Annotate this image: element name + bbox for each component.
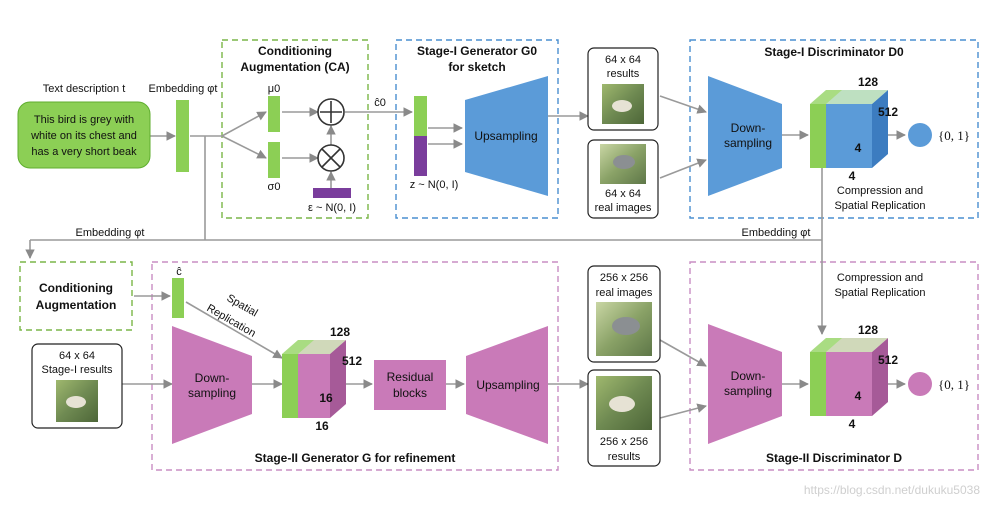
stage1-downsampling-line-2: sampling: [724, 136, 772, 150]
stage1-compression-line-2: Spatial Replication: [834, 200, 925, 212]
epsilon-vector: [313, 188, 351, 198]
stage2-c-hat-label: ĉ: [176, 266, 182, 278]
mu-vector: [268, 96, 280, 132]
stage1-discriminator-title: Stage-I Discriminator D0: [764, 45, 904, 59]
epsilon-label: ε ~ N(0, I): [308, 202, 356, 214]
stage2-upsampling-label: Upsampling: [476, 378, 539, 392]
stage1-generator-title-line-2: for sketch: [448, 60, 505, 74]
stage2-input-line-2: Stage-I results: [42, 364, 113, 376]
stage2-gen-dim-128: 128: [330, 325, 350, 339]
stage2-disc-dim-512: 512: [878, 353, 898, 367]
stage2-compression-line-2: Spatial Replication: [834, 287, 925, 299]
stage2-disc-downsampling-block: [708, 324, 782, 444]
stage2-generator-title: Stage-II Generator G for refinement: [255, 451, 456, 465]
sigma-vector: [268, 142, 280, 178]
residual-blocks-line-2: blocks: [393, 386, 427, 400]
stage2-downsampling-line-1: Down-: [195, 371, 230, 385]
stage2-disc-feature-cube: [810, 338, 888, 416]
stage1-downsampling-block: [708, 76, 782, 196]
embedding-top-label: Embedding φt: [149, 83, 218, 95]
stage2-disc-downsampling-line-1: Down-: [731, 369, 766, 383]
stage2-disc-dim-128: 128: [858, 323, 878, 337]
stage2-real-line-2: real images: [596, 287, 653, 299]
stage1-results-line-1: 64 x 64: [605, 54, 641, 66]
stage2-downsampling-line-2: sampling: [188, 386, 236, 400]
stage2-disc-dim-4b: 4: [849, 417, 856, 431]
stage2-discriminator-region: [689, 261, 979, 471]
text-description-line-2: white on its chest and: [30, 130, 137, 142]
embedding-left-label: Embedding φt: [76, 227, 145, 239]
mu-label: μ0: [268, 83, 280, 95]
sigma-label: σ0: [268, 181, 281, 193]
stage2-results-line-2: results: [608, 451, 641, 463]
stage1-dim-128: 128: [858, 75, 878, 89]
stage1-dim-512: 512: [878, 105, 898, 119]
stage2-disc-dim-4a: 4: [855, 389, 862, 403]
ca-region-box: [221, 39, 369, 219]
stage2-output-node: [908, 372, 932, 396]
stage2-c-hat-vector: [172, 278, 184, 318]
stage1-discriminator-region: [689, 39, 979, 219]
stage2-upsampling-block: [466, 326, 548, 444]
stage1-generator-title-line-1: Stage-I Generator G0: [417, 44, 537, 58]
stage2-ca-line-2: Augmentation: [36, 298, 117, 312]
stage2-results-line-1: 256 x 256: [600, 436, 648, 448]
stage2-gen-dim-16b: 16: [315, 419, 329, 433]
stage2-compression-line-1: Compression and: [837, 272, 923, 284]
multiply-operator-icon: [317, 144, 345, 172]
z-vector: [414, 136, 427, 176]
stage2-generator-region: [151, 261, 559, 471]
text-description-line-3: has a very short beak: [31, 146, 137, 158]
c0-vector: [414, 96, 427, 136]
stage1-dim-4a: 4: [855, 141, 862, 155]
ca-title-line-1: Conditioning: [258, 44, 332, 58]
connector-lines: [25, 95, 906, 419]
stage1-output-node: [908, 123, 932, 147]
stage1-feature-cube: [810, 90, 888, 168]
stage2-discriminator-title: Stage-II Discriminator D: [766, 451, 902, 465]
stage2-input-line-1: 64 x 64: [59, 350, 95, 362]
stage1-real-line-1: 64 x 64: [605, 188, 641, 200]
stage1-real-line-2: real images: [595, 202, 652, 214]
stage1-dim-4b: 4: [849, 169, 856, 183]
stage1-generator-region: [395, 39, 559, 219]
stage2-gen-dim-16a: 16: [319, 391, 333, 405]
stage2-real-line-1: 256 x 256: [600, 272, 648, 284]
residual-blocks: [374, 360, 446, 410]
watermark-text: https://blog.csdn.net/dukuku5038: [804, 483, 980, 497]
stage1-compression-line-1: Compression and: [837, 185, 923, 197]
stage1-results-line-2: results: [607, 68, 640, 80]
text-description-box: [17, 101, 151, 169]
stage1-output-label: {0, 1}: [938, 128, 970, 143]
stage2-generator-feature-cube: [282, 340, 346, 418]
stage1-downsampling-line-1: Down-: [731, 121, 766, 135]
plus-operator-icon: [317, 98, 345, 126]
stage2-ca-line-1: Conditioning: [39, 281, 113, 295]
stage2-ca-region: [19, 261, 133, 331]
stage1-upsampling-block: [465, 76, 548, 196]
stage1-upsampling-label: Upsampling: [474, 129, 537, 143]
embedding-vector: [176, 100, 189, 172]
z-noise-label: z ~ N(0, I): [410, 179, 459, 191]
text-description-line-1: This bird is grey with: [34, 114, 134, 126]
stage2-downsampling-block: [172, 326, 252, 444]
text-description-heading: Text description t: [43, 83, 126, 95]
stage2-output-label: {0, 1}: [938, 377, 970, 392]
c0-hat-label: ĉ0: [374, 97, 386, 109]
embedding-right-label: Embedding φt: [742, 227, 811, 239]
residual-blocks-line-1: Residual: [387, 370, 434, 384]
ca-title-line-2: Augmentation (CA): [240, 60, 349, 74]
stage2-disc-downsampling-line-2: sampling: [724, 384, 772, 398]
stage2-gen-dim-512: 512: [342, 354, 362, 368]
